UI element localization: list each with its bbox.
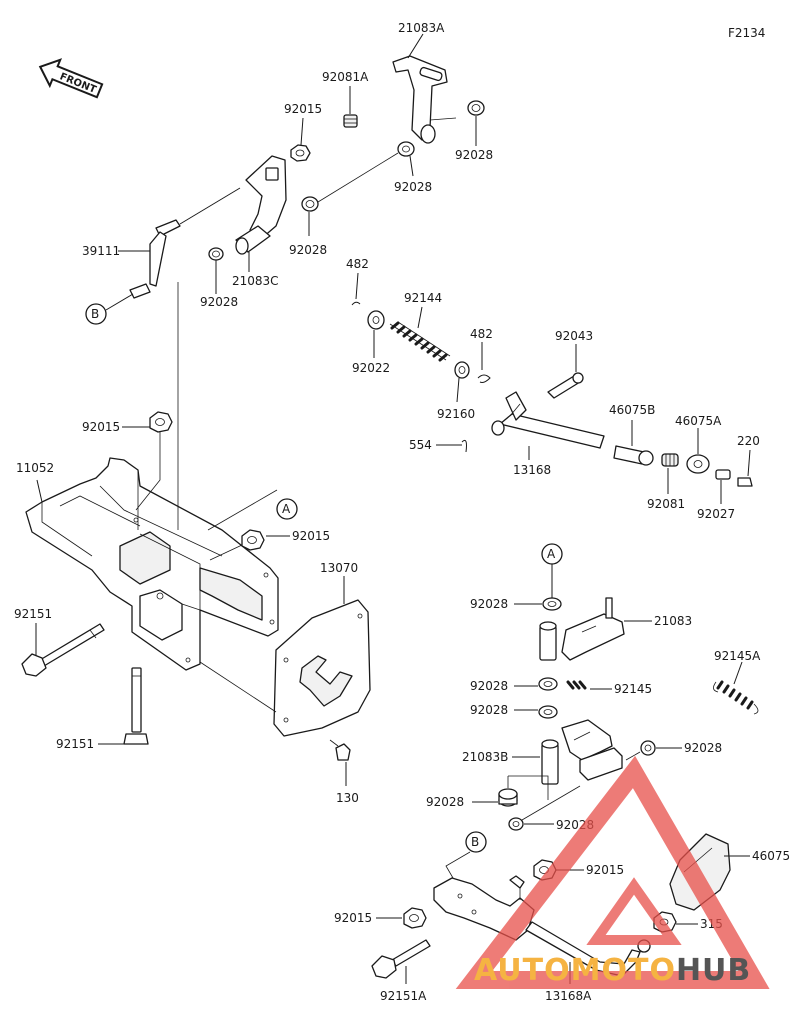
collar-92028-j <box>508 817 524 831</box>
label-92151A: 92151A <box>380 989 427 1003</box>
shaft-13168 <box>491 391 605 449</box>
figure-code: F2134 <box>728 26 765 40</box>
bolt-92151A <box>371 939 431 979</box>
pin-92027 <box>715 469 731 480</box>
bolt-92151-b <box>123 667 149 745</box>
label-13168A: 13168A <box>545 989 592 1003</box>
label-92028-f: 92028 <box>470 679 508 693</box>
spring-92145A <box>713 680 759 715</box>
label-92028-g: 92028 <box>470 703 508 717</box>
label-92160: 92160 <box>437 407 475 421</box>
nut-92015-top <box>290 144 311 162</box>
label-92028-b: 92028 <box>394 180 432 194</box>
collar-92028-i <box>640 740 656 756</box>
lever-plate <box>235 155 287 255</box>
washer-92028-b <box>397 141 415 157</box>
spring-92081A <box>343 114 358 128</box>
callout-a-mid-label: A <box>282 502 291 516</box>
callout-a-low-label: A <box>547 547 556 561</box>
plate-13070 <box>273 599 371 737</box>
label-92027: 92027 <box>697 507 735 521</box>
pin-92043 <box>547 372 584 399</box>
watermark-hub: HUB <box>676 953 751 988</box>
label-92015-frame: 92015 <box>292 529 330 543</box>
collar-92028-e <box>542 597 562 611</box>
label-92043: 92043 <box>555 329 593 343</box>
rod-39111 <box>129 187 241 299</box>
collar-92028-a <box>467 100 485 116</box>
label-21083: 21083 <box>654 614 692 628</box>
label-46075A: 46075A <box>675 414 722 428</box>
collar-92028-h <box>498 788 518 807</box>
watermark-logo <box>455 755 770 989</box>
label-92145A: 92145A <box>714 649 761 663</box>
front-arrow-icon: FRONT <box>38 58 104 99</box>
label-46075B: 46075B <box>609 403 655 417</box>
bracket-21083B <box>541 719 623 785</box>
watermark-text: AUTOMOTOHUB <box>474 953 751 988</box>
spring-92081 <box>661 453 679 467</box>
label-92151-a: 92151 <box>14 607 52 621</box>
bracket-21083A <box>392 55 457 144</box>
collar-92028-f <box>538 677 558 691</box>
label-92144: 92144 <box>404 291 442 305</box>
label-482-b: 482 <box>470 327 493 341</box>
watermark-triangle-icon <box>455 755 770 989</box>
callout-b-top <box>85 303 107 325</box>
label-554: 554 <box>409 438 432 452</box>
callout-b-top-label: B <box>91 307 99 321</box>
collar-92028-c <box>301 196 319 212</box>
nut-92015-low2 <box>403 907 427 929</box>
callout-a-mid <box>276 498 298 520</box>
label-92015-low: 92015 <box>586 863 624 877</box>
label-46075: 46075 <box>752 849 790 863</box>
label-92015-mid: 92015 <box>82 420 120 434</box>
label-92081: 92081 <box>647 497 685 511</box>
label-220: 220 <box>737 434 760 448</box>
label-13070: 13070 <box>320 561 358 575</box>
label-21083B: 21083B <box>462 750 508 764</box>
label-21083A: 21083A <box>398 21 445 35</box>
label-92022: 92022 <box>352 361 390 375</box>
washer-92160 <box>454 361 470 379</box>
label-92028-a: 92028 <box>455 148 493 162</box>
collar-92028-d <box>208 247 224 261</box>
label-92081A: 92081A <box>322 70 369 84</box>
frame-11052 <box>25 457 279 671</box>
bracket-21083 <box>539 597 625 661</box>
label-13168: 13168 <box>513 463 551 477</box>
label-92015-top: 92015 <box>284 102 322 116</box>
watermark-auto: AUTO <box>474 953 571 988</box>
label-130: 130 <box>336 791 359 805</box>
label-92028-c: 92028 <box>289 243 327 257</box>
label-92028-d: 92028 <box>200 295 238 309</box>
label-21083C: 21083C <box>232 274 279 288</box>
collar-92028-g <box>538 705 558 719</box>
label-92028-i: 92028 <box>684 741 722 755</box>
label-482-a: 482 <box>346 257 369 271</box>
spring-92145 <box>566 680 587 690</box>
spring-92144 <box>389 321 451 362</box>
screw-130 <box>329 739 351 761</box>
pin-46075B <box>613 445 654 466</box>
label-92145: 92145 <box>614 682 652 696</box>
watermark-moto: MOTO <box>571 953 676 988</box>
label-39111: 39111 <box>82 244 120 258</box>
nut-92015-frame <box>241 529 265 551</box>
nut-92015-mid <box>149 411 173 433</box>
label-92028-h: 92028 <box>426 795 464 809</box>
bolt-92151-a <box>21 623 105 677</box>
knob-46075A <box>686 454 710 474</box>
label-92015-low2: 92015 <box>334 911 372 925</box>
label-92028-e: 92028 <box>470 597 508 611</box>
label-11052: 11052 <box>16 461 54 475</box>
label-92151-b: 92151 <box>56 737 94 751</box>
callout-b-low-label: B <box>471 835 479 849</box>
washer-92022 <box>367 310 385 330</box>
callout-b-low <box>465 831 487 853</box>
screw-220 <box>737 477 753 487</box>
